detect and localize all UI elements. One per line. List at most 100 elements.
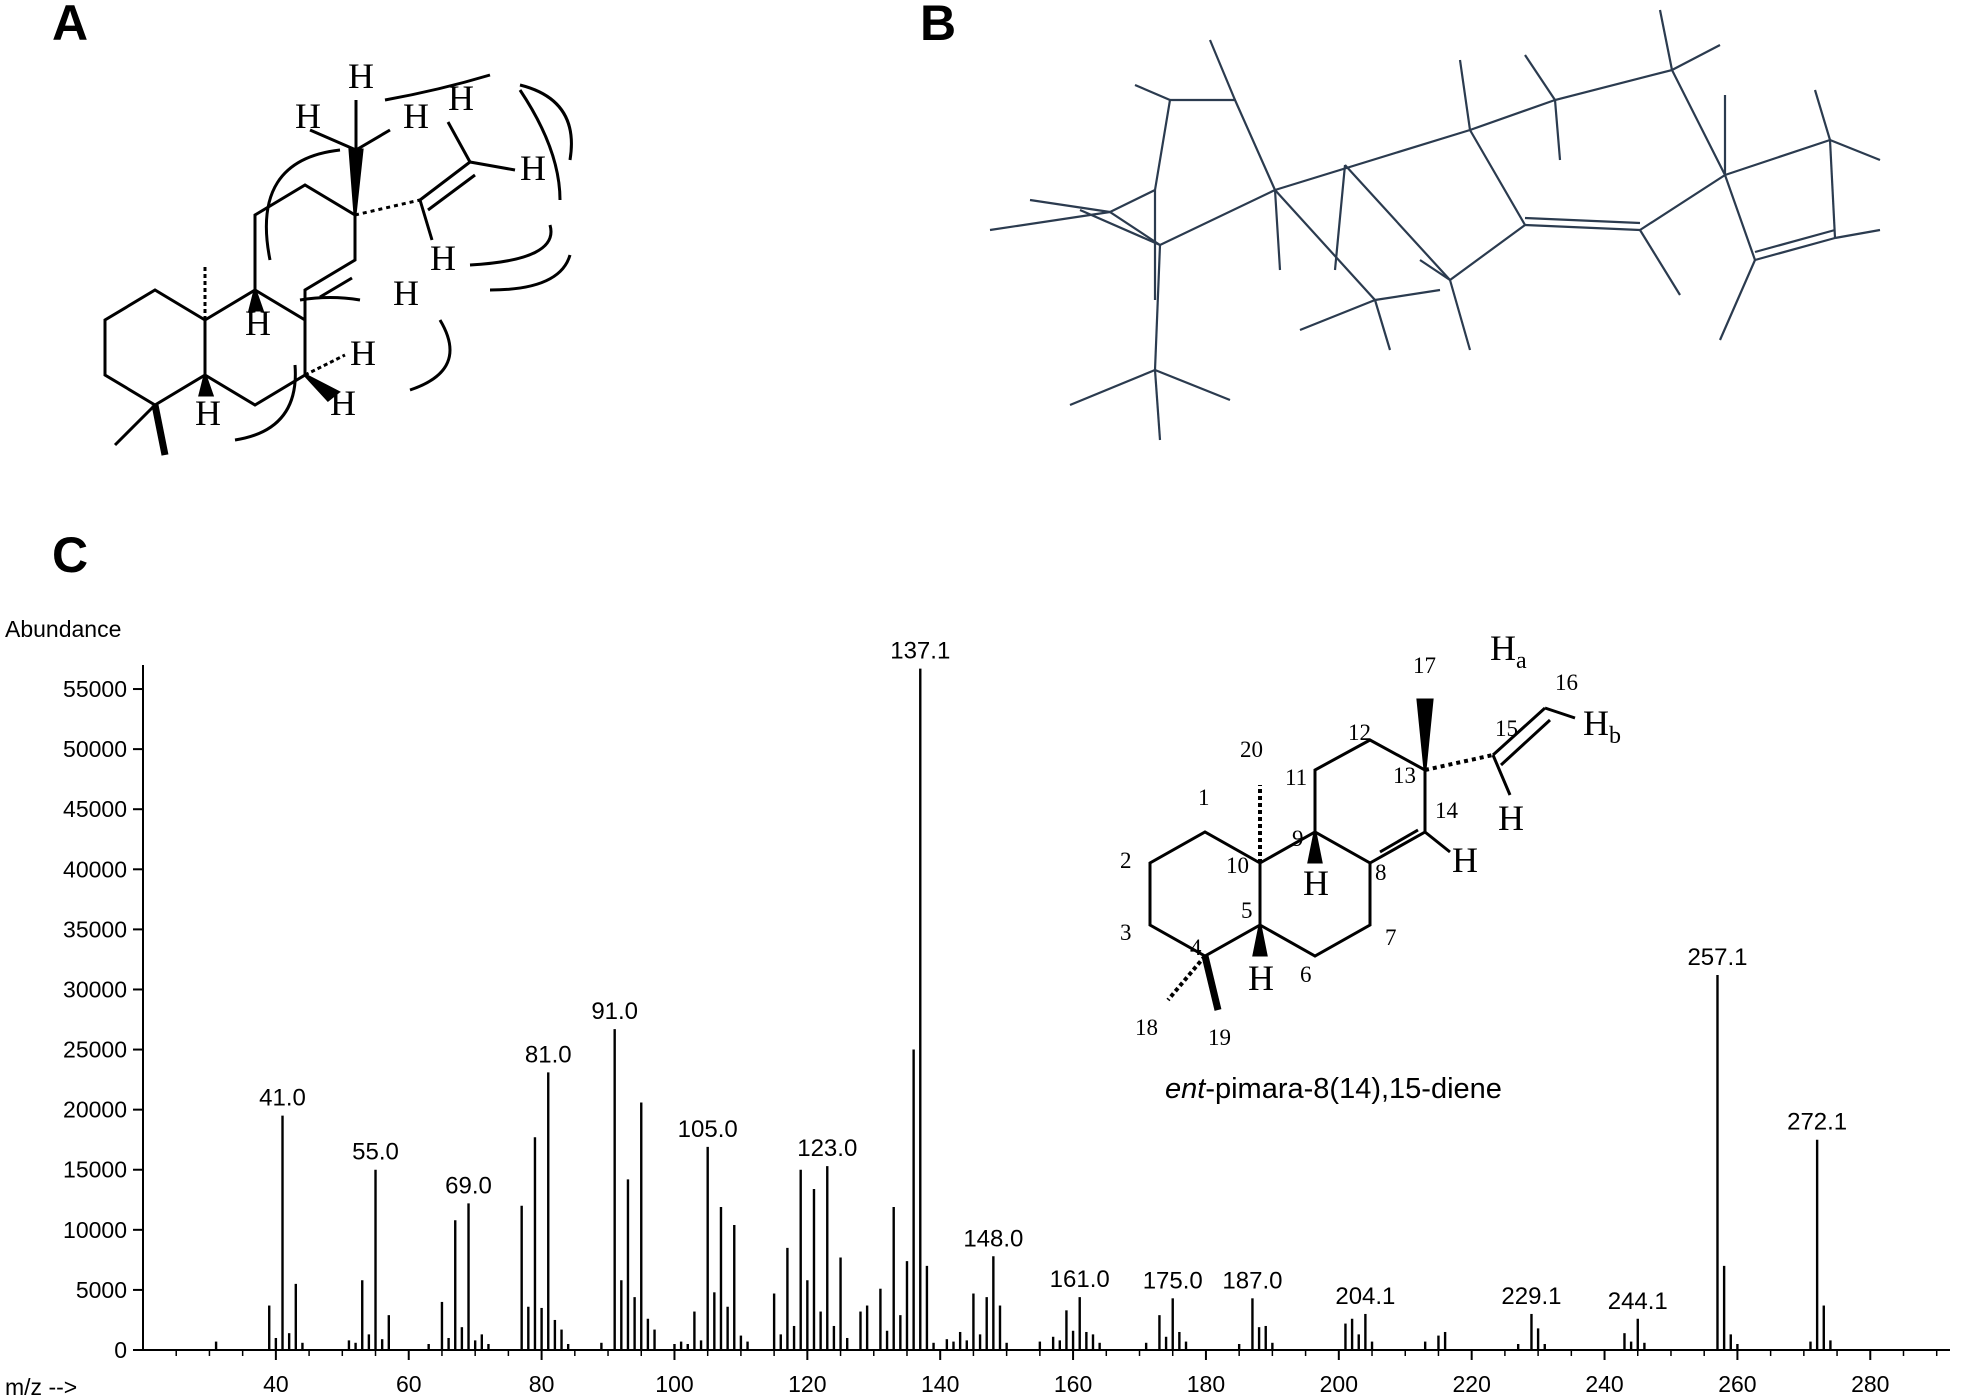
- h-label: H: [245, 303, 271, 343]
- model-h-bond: [1524, 54, 1556, 101]
- x-tick-label: 200: [1320, 1371, 1358, 1397]
- x-tick-label: 40: [263, 1371, 289, 1397]
- noe-arrow-8: [409, 319, 452, 392]
- panel-a-atom-labels: H H H H H H H H H H H: [195, 56, 546, 433]
- carbon-number: 18: [1135, 1015, 1158, 1040]
- c15-h-bond: [418, 199, 434, 241]
- carbon-number: 2: [1120, 848, 1132, 873]
- carbon-number: 15: [1495, 716, 1518, 741]
- inset-ring-a: [1148, 830, 1262, 958]
- spectrum-peaks: 41.055.069.081.091.0105.0123.0137.1148.0…: [214, 638, 1847, 1350]
- carbon-number: 4: [1190, 935, 1202, 960]
- y-tick-label: 10000: [63, 1217, 127, 1243]
- inset-c15-c16: [1491, 706, 1547, 757]
- h-label: H: [520, 148, 546, 188]
- h-label: H: [350, 333, 376, 373]
- model-ring-1: [1107, 98, 1277, 247]
- carbon-number: 19: [1208, 1025, 1231, 1050]
- noe-arrow-4: [469, 224, 553, 267]
- model-h-bond: [989, 210, 1111, 232]
- model-h-bond: [1134, 83, 1171, 102]
- h-label: H: [393, 273, 419, 313]
- x-tick-label: 180: [1187, 1371, 1225, 1397]
- noe-arrow-5: [489, 254, 572, 292]
- peak-label: 69.0: [445, 1172, 492, 1199]
- inset-c18-bond: [1166, 954, 1207, 1002]
- peak-label: 41.0: [259, 1085, 306, 1112]
- methyl-h-bond-right: [355, 128, 391, 152]
- c15-vinyl-bond: [354, 198, 421, 217]
- model-h-bond: [1639, 229, 1681, 296]
- model-h-bond: [1153, 369, 1162, 441]
- model-bond: [1828, 139, 1837, 239]
- peak-label: 204.1: [1335, 1283, 1395, 1310]
- panel-label-c: C: [52, 527, 88, 583]
- model-h-bond: [1448, 279, 1472, 351]
- methyl-h-bond-left: [309, 128, 357, 152]
- inset-h5-wedge: [1252, 924, 1268, 957]
- panel-label-a: A: [52, 0, 88, 51]
- inset-c19-bond: [1201, 955, 1222, 1011]
- carbon-number: 1: [1198, 785, 1210, 810]
- y-tick-label: 30000: [63, 976, 127, 1002]
- panel-label-b: B: [920, 0, 956, 51]
- model-h-bond: [1718, 259, 1757, 341]
- model-double-bond-2: [1754, 236, 1836, 262]
- h-label: H: [430, 238, 456, 278]
- x-tick-label: 160: [1054, 1371, 1092, 1397]
- carbon-number: 6: [1300, 962, 1312, 987]
- y-tick-label: 50000: [63, 736, 127, 762]
- model-h-bond: [1553, 99, 1562, 161]
- peak-label: 105.0: [678, 1116, 738, 1143]
- h-label: H: [1248, 958, 1274, 998]
- model-h-bond: [1813, 89, 1832, 141]
- h-label: H: [195, 393, 221, 433]
- inset-labels: 1 2 3 4 5 6 7 8 9 10 11 12 13 14 15 16 1…: [1120, 628, 1621, 1105]
- peak-label: 91.0: [591, 998, 638, 1025]
- model-h-bond: [1273, 189, 1282, 271]
- peak-label: 187.0: [1222, 1267, 1282, 1294]
- h-label: H: [330, 383, 356, 423]
- y-tick-label: 20000: [63, 1097, 127, 1123]
- peak-label: 137.1: [890, 638, 950, 665]
- c15-c16-bond: [419, 160, 471, 202]
- x-axis-label: m/z -->: [5, 1374, 77, 1399]
- h-label: Ha: [1490, 628, 1527, 674]
- inset-c17-wedge: [1416, 698, 1434, 771]
- model-double-bond-1b: [1524, 216, 1641, 225]
- model-h-bond: [1079, 208, 1161, 247]
- x-tick-label: 220: [1452, 1371, 1490, 1397]
- noe-arrow-1: [384, 73, 491, 102]
- c18-methyl-bond: [113, 403, 157, 447]
- model-bond: [1723, 174, 1757, 261]
- c15-c16-double: [427, 173, 476, 212]
- model-h-bond: [1658, 9, 1674, 71]
- model-bond: [1274, 189, 1376, 301]
- ring-b-bonds: [204, 288, 307, 407]
- inset-c15-bond: [1424, 753, 1494, 772]
- model-h-bond: [1208, 39, 1237, 101]
- x-tick-label: 260: [1718, 1371, 1756, 1397]
- peak-label: 272.1: [1787, 1109, 1847, 1136]
- model-double-bond-2b: [1754, 228, 1836, 254]
- inset-ring-b: [1259, 830, 1372, 958]
- carbon-number: 9: [1292, 826, 1304, 851]
- model-bond: [1724, 138, 1831, 177]
- peak-label: 161.0: [1050, 1266, 1110, 1293]
- h9-wedge: [248, 284, 265, 312]
- model-h-bond: [1373, 299, 1392, 351]
- model-h-bond: [1029, 198, 1111, 214]
- x-tick-label: 140: [921, 1371, 959, 1397]
- inset-structure: [1148, 698, 1576, 1011]
- h-label: H: [1498, 798, 1524, 838]
- model-h-bond: [1374, 288, 1441, 302]
- c16-h-bond-b: [469, 160, 516, 172]
- c16-h-bond-a: [446, 121, 472, 163]
- y-tick-label: 15000: [63, 1157, 127, 1183]
- model-ring-3: [1469, 68, 1727, 231]
- h-label: H: [448, 78, 474, 118]
- x-tick-label: 80: [529, 1371, 555, 1397]
- model-h-bond: [1671, 44, 1721, 71]
- panel-a-structure: [103, 73, 573, 456]
- model-double-bond-1: [1524, 223, 1641, 232]
